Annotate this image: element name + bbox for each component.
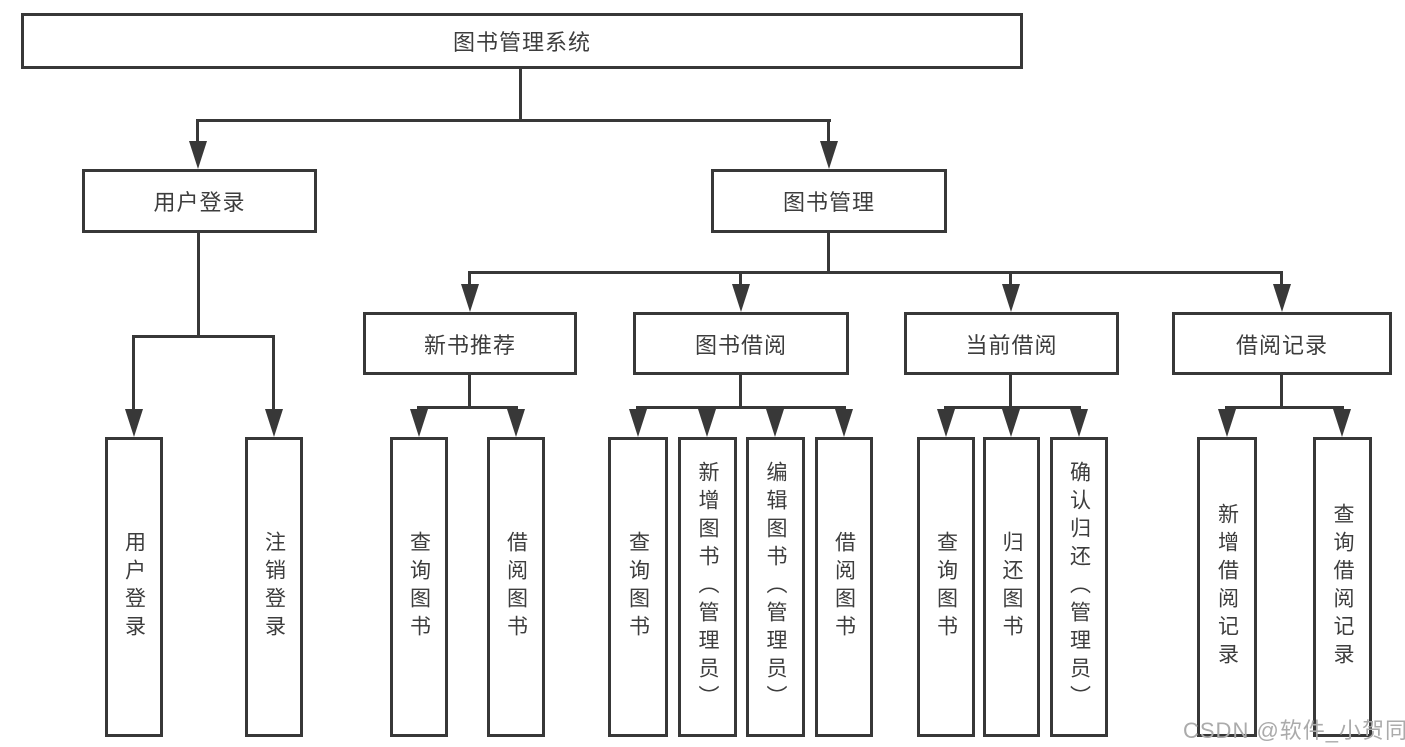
node-label: 编辑图书（管理员） [764,461,787,713]
connector [197,233,200,335]
connector [944,406,1081,409]
node-label: 确认归还（管理员） [1067,461,1091,713]
arrow-head [125,409,143,437]
node-borrow-books-recommend: 借阅图书 [487,437,545,737]
connector [468,271,471,289]
node-logout: 注销登录 [245,437,303,737]
node-library-management-system: 图书管理系统 [21,13,1023,69]
arrow-head [629,409,647,437]
node-borrow-books: 借阅图书 [815,437,873,737]
connector [827,119,830,145]
node-label: 查询图书 [934,531,958,643]
node-query-borrow-record: 查询借阅记录 [1313,437,1372,737]
arrow-head [1218,409,1236,437]
node-user-login: 用户登录 [82,169,317,233]
connector [1280,271,1283,289]
node-label: 用户登录 [122,531,146,643]
connector [132,335,275,338]
arrow-head [1002,284,1020,312]
arrow-head [461,284,479,312]
node-label: 查询借阅记录 [1331,503,1354,671]
arrow-head [698,409,716,437]
node-label: 注销登录 [262,531,286,643]
node-label: 查询图书 [407,531,431,643]
node-label: 用户登录 [153,190,246,215]
node-add-borrow-record: 新增借阅记录 [1197,437,1257,737]
node-label: 借阅图书 [504,531,528,643]
connector [636,406,846,409]
watermark: CSDN @软件_小贺同学 [1183,718,1405,743]
node-label: 图书管理系统 [452,30,591,55]
node-confirm-return-admin: 确认归还（管理员） [1050,437,1108,737]
connector [1009,271,1012,289]
node-user-login-leaf: 用户登录 [105,437,163,737]
node-edit-books-admin: 编辑图书（管理员） [746,437,805,737]
connector [468,375,471,406]
node-query-books-borrowing: 查询图书 [608,437,668,737]
connector [1225,406,1344,409]
node-label: 归还图书 [1000,531,1023,643]
connector [417,406,518,409]
connector [196,119,199,145]
arrow-head [265,409,283,437]
connector [519,69,522,119]
node-book-borrowing: 图书借阅 [633,312,849,375]
arrow-head [937,409,955,437]
node-label: 当前借阅 [965,332,1058,358]
node-new-book-recommendation: 新书推荐 [363,312,577,375]
connector [739,375,742,406]
node-label: 图书管理 [782,190,875,215]
connector [197,119,831,122]
node-return-books: 归还图书 [983,437,1040,737]
node-current-borrowing: 当前借阅 [904,312,1119,375]
node-query-books-current: 查询图书 [917,437,975,737]
node-borrowing-records: 借阅记录 [1172,312,1392,375]
node-label: 查询图书 [626,531,650,643]
node-label: 新增图书（管理员） [696,461,719,713]
arrow-head [1002,409,1020,437]
connector [468,271,1283,274]
arrow-head [732,284,750,312]
node-label: 借阅图书 [832,531,856,643]
node-book-management: 图书管理 [711,169,947,233]
connector [272,335,275,413]
arrow-head [1273,284,1291,312]
arrow-head [766,409,784,437]
arrow-head [820,141,838,169]
node-query-books-recommend: 查询图书 [390,437,448,737]
arrow-head [835,409,853,437]
node-label: 借阅记录 [1235,332,1328,358]
node-label: 新增借阅记录 [1215,503,1239,671]
connector [827,233,830,271]
connector [132,335,135,413]
node-label: 新书推荐 [423,332,516,358]
node-label: 图书借阅 [694,332,787,358]
arrow-head [410,409,428,437]
connector [1009,375,1012,406]
node-add-books-admin: 新增图书（管理员） [678,437,737,737]
arrow-head [507,409,525,437]
connector [739,271,742,289]
arrow-head [1333,409,1351,437]
arrow-head [1070,409,1088,437]
connector [1280,375,1283,406]
arrow-head [189,141,207,169]
